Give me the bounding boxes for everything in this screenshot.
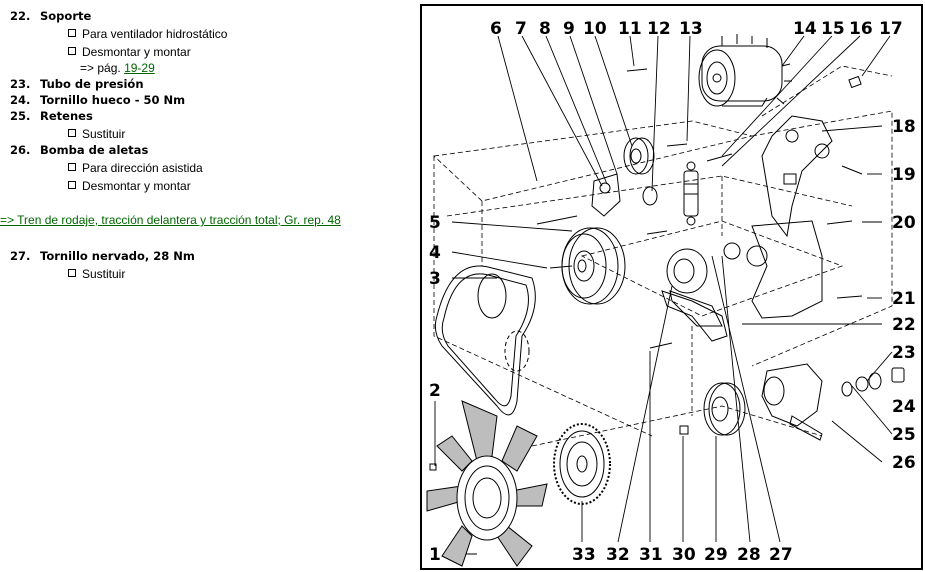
callout-29: 29: [704, 545, 728, 565]
callout-18: 18: [892, 117, 916, 137]
diagram-svg: 6 7 8 9 10 11 12 13 14 15 16 17 18 19 20…: [426, 19, 916, 567]
idler-pulley: [623, 137, 655, 175]
legend-bullet: Desmontar y montar: [68, 178, 191, 194]
page-reference-prefix: => pág.: [80, 61, 121, 75]
page-link-19-29[interactable]: 19-29: [124, 61, 155, 75]
item-title: Tornillo nervado, 28 Nm: [40, 249, 195, 263]
callout-13: 13: [679, 19, 703, 39]
item-number: 23.: [10, 77, 31, 91]
bullet-text: Para ventilador hidrostático: [82, 27, 228, 41]
item-title: Bomba de aletas: [40, 143, 149, 157]
bracket: [761, 115, 833, 238]
item-number: 22.: [10, 9, 31, 23]
pump-pulley: [703, 382, 746, 436]
item-title: Tubo de presión: [40, 77, 144, 91]
bullet-square-icon: [68, 129, 76, 137]
callout-3: 3: [429, 269, 441, 289]
item-number: 25.: [10, 109, 31, 123]
vane-pump: [761, 363, 823, 441]
bullet-text: Sustituir: [82, 127, 126, 141]
bullet-square-icon: [68, 29, 76, 37]
bullet-text: Sustituir: [82, 267, 126, 281]
callout-33: 33: [572, 545, 596, 565]
callout-23: 23: [892, 343, 916, 363]
tensioner-bracket: [661, 290, 728, 342]
viscous-coupling: [553, 423, 611, 505]
item-title: Retenes: [40, 109, 93, 123]
callout-8: 8: [539, 19, 551, 39]
bullet-square-icon: [68, 269, 76, 277]
callout-17: 17: [879, 19, 903, 39]
crankshaft-pulley: [561, 227, 626, 305]
callout-10: 10: [583, 19, 607, 39]
fan: [426, 400, 548, 567]
page-reference: => pág. 19-29: [80, 60, 155, 76]
legend-bullet: Sustituir: [68, 266, 125, 282]
damper: [683, 161, 699, 226]
callout-27: 27: [769, 545, 793, 565]
callout-leader-lines: [434, 35, 893, 555]
callout-2: 2: [429, 381, 441, 401]
item-title: Soporte: [40, 9, 92, 23]
dashed-assembly-lines: [433, 65, 893, 447]
legend-panel: 22. Soporte Para ventilador hidrostático…: [0, 0, 415, 572]
callout-32: 32: [606, 545, 630, 565]
alternator: [698, 34, 792, 107]
exploded-view-diagram: 6 7 8 9 10 11 12 13 14 15 16 17 18 19 20…: [420, 4, 923, 570]
bullet-text: Para dirección asistida: [82, 161, 203, 175]
callout-16: 16: [849, 19, 873, 39]
legend-bullet: Para ventilador hidrostático: [68, 26, 227, 42]
legend-bullet: Desmontar y montar: [68, 44, 191, 60]
item-number: 24.: [10, 93, 31, 107]
bullet-square-icon: [68, 163, 76, 171]
callout-28: 28: [737, 545, 761, 565]
callout-11: 11: [618, 19, 642, 39]
item-number: 27.: [10, 249, 31, 263]
callout-5: 5: [429, 213, 441, 233]
item-title: Tornillo hueco - 50 Nm: [40, 93, 186, 107]
drive-belt: [434, 265, 536, 416]
legend-bullet: Sustituir: [68, 126, 125, 142]
callout-6: 6: [490, 19, 502, 39]
item-number: 26.: [10, 143, 31, 157]
bullet-text: Desmontar y montar: [82, 179, 191, 193]
bullet-text: Desmontar y montar: [82, 45, 191, 59]
support-bracket: [723, 220, 823, 319]
callout-19: 19: [892, 165, 916, 185]
callout-14: 14: [793, 19, 817, 39]
callout-22: 22: [892, 315, 916, 335]
callout-15: 15: [821, 19, 845, 39]
callout-1: 1: [429, 545, 441, 565]
bullet-square-icon: [68, 47, 76, 55]
bullet-square-icon: [68, 181, 76, 189]
callout-31: 31: [639, 545, 663, 565]
callout-12: 12: [647, 19, 671, 39]
tensioner-arm: [591, 173, 658, 217]
callout-20: 20: [892, 213, 916, 233]
callout-24: 24: [892, 397, 916, 417]
callout-7: 7: [515, 19, 527, 39]
bolts: [429, 68, 863, 471]
callout-21: 21: [892, 289, 916, 309]
tensioner-pulley: [666, 248, 723, 327]
callout-numbers: 6 7 8 9 10 11 12 13 14 15 16 17 18 19 20…: [429, 19, 916, 565]
callout-4: 4: [429, 243, 441, 263]
callout-30: 30: [672, 545, 696, 565]
callout-25: 25: [892, 425, 916, 445]
callout-26: 26: [892, 453, 916, 473]
legend-bullet: Para dirección asistida: [68, 160, 203, 176]
seals-and-banjo-bolt: [841, 367, 905, 397]
callout-9: 9: [563, 19, 575, 39]
cross-reference-link[interactable]: => Tren de rodaje, tracción delantera y …: [0, 213, 341, 227]
